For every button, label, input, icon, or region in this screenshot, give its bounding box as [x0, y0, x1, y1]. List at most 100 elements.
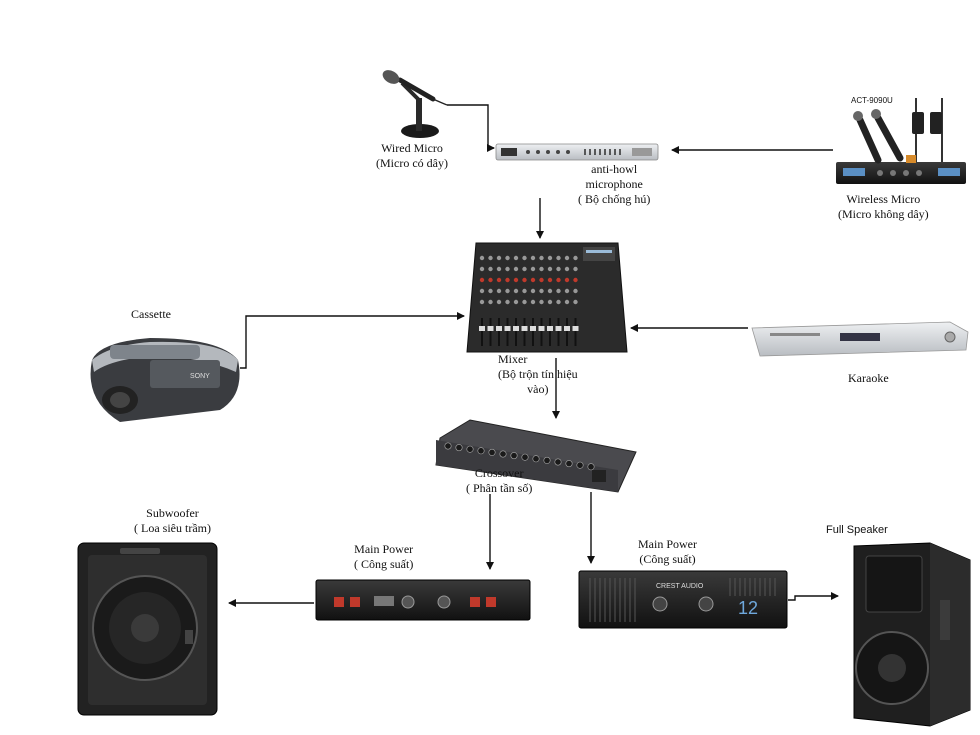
- full-speaker-label: Full Speaker: [826, 523, 888, 538]
- cassette-brand: SONY: [190, 373, 210, 380]
- mixer-knob: [556, 299, 561, 305]
- wireless-model-label: ACT-9090U: [851, 96, 893, 105]
- mixer-knob: [573, 266, 578, 272]
- mixer-knob: [488, 266, 493, 272]
- mixer-fader-cap: [538, 326, 545, 331]
- mixer-knob: [539, 299, 544, 305]
- anti-howl-title: anti-howl: [591, 162, 638, 176]
- mixer-knob: [488, 277, 493, 283]
- wired-micro-subtitle: (Micro có dây): [376, 156, 448, 170]
- mixer-title: Mixer: [498, 352, 528, 366]
- right-amp-model: 12: [738, 598, 758, 618]
- left-power-amp-icon: [315, 579, 531, 621]
- full-speaker-title: Full Speaker: [826, 524, 888, 536]
- mixer-knob: [539, 277, 544, 283]
- mixer-knob: [496, 277, 502, 283]
- crossover-icon: [435, 419, 637, 493]
- mixer-knob: [522, 299, 527, 305]
- cassette-player-icon: SONY: [90, 338, 240, 422]
- mixer-knob: [564, 299, 570, 305]
- mixer-fader-cap: [496, 326, 502, 331]
- cassette-title: Cassette: [131, 307, 171, 321]
- mixer-knob: [522, 255, 527, 261]
- crossover-knob: [532, 455, 540, 463]
- subwoofer-subtitle: ( Loa siêu trầm): [134, 521, 211, 535]
- right-main-power-subtitle: (Công suất): [639, 552, 696, 566]
- mixer-knob: [522, 288, 527, 294]
- cassette-label: Cassette: [131, 307, 171, 322]
- link-wired-mic-to-antihowl: [447, 104, 495, 152]
- mixer-knob: [530, 288, 536, 294]
- crossover-knob: [510, 452, 518, 460]
- crossover-title: Crossover: [474, 466, 524, 480]
- mixer-fader-cap: [521, 326, 528, 331]
- mixer-subtitle-2: vào): [527, 382, 549, 396]
- mixer-knob: [564, 266, 570, 272]
- mixer-knob: [556, 255, 561, 261]
- mixer-fader-cap: [555, 326, 562, 331]
- wireless-micro-subtitle: (Micro không dây): [838, 207, 929, 221]
- mixer-knob: [573, 255, 578, 261]
- mixer-knob: [513, 277, 519, 283]
- mixer-knob: [479, 299, 485, 305]
- wireless-microphone-icon: [836, 98, 966, 184]
- mixer-fader-cap: [487, 326, 494, 331]
- mixer-fader-cap: [572, 326, 579, 331]
- wired-micro-title: Wired Micro: [381, 141, 443, 155]
- mixer-knob: [539, 255, 544, 261]
- mixer-knob: [547, 299, 553, 305]
- crossover-subtitle: ( Phân tần số): [466, 481, 533, 495]
- mixer-knob: [573, 277, 578, 283]
- connection-lines: [228, 104, 839, 607]
- mixer-knob: [488, 255, 493, 261]
- left-main-power-subtitle: ( Công suất): [354, 557, 414, 571]
- link-right-amp-to-fullspeaker: [788, 592, 839, 601]
- crossover-knob: [521, 453, 529, 461]
- mixer-knob: [505, 288, 510, 294]
- mixer-knob: [564, 277, 570, 283]
- mixer-fader-cap: [504, 326, 511, 331]
- crossover-knob: [499, 450, 507, 458]
- mixer-fader-cap: [513, 326, 519, 331]
- link-cassette-to-mixer: [240, 312, 465, 369]
- mixer-fader-cap: [547, 326, 553, 331]
- mixer-subtitle: (Bộ trộn tín hiệu: [498, 367, 578, 381]
- mixer-knob: [530, 299, 536, 305]
- right-main-power-title: Main Power: [638, 537, 697, 551]
- karaoke-title: Karaoke: [848, 371, 889, 385]
- mixer-knob: [488, 288, 493, 294]
- karaoke-label: Karaoke: [848, 371, 889, 386]
- crossover-knob: [455, 444, 463, 452]
- mixer-knob: [556, 288, 561, 294]
- wired-microphone-icon: [382, 70, 448, 138]
- full-speaker-icon: [853, 542, 971, 727]
- mixer-knob: [530, 266, 536, 272]
- mixer-knob: [564, 255, 570, 261]
- crossover-knob: [477, 447, 485, 455]
- mixer-knob: [496, 299, 502, 305]
- mixer-knob: [505, 277, 510, 283]
- crossover-knob: [444, 442, 452, 450]
- subwoofer-label: Subwoofer ( Loa siêu trầm): [134, 506, 211, 536]
- crossover-label: Crossover ( Phân tần số): [466, 466, 532, 496]
- mixer-knob: [547, 277, 553, 283]
- anti-howl-subtitle: ( Bộ chống hú): [578, 192, 651, 206]
- subwoofer-title: Subwoofer: [146, 506, 199, 520]
- anti-howl-label: anti-howl microphone ( Bộ chống hú): [578, 162, 650, 207]
- subwoofer-icon: [77, 542, 218, 716]
- crossover-knob: [554, 458, 562, 466]
- left-main-power-label: Main Power ( Công suất): [354, 542, 413, 572]
- mixer-knob: [564, 288, 570, 294]
- wireless-micro-label: Wireless Micro (Micro không dây): [838, 192, 929, 222]
- anti-howl-unit-icon: [495, 143, 659, 161]
- mixer-knob: [522, 266, 527, 272]
- mixer-knob: [547, 288, 553, 294]
- mixer-fader-cap: [564, 326, 570, 331]
- right-power-amp-icon: CREST AUDIO 12: [578, 570, 788, 629]
- mixer-knob: [496, 255, 502, 261]
- crossover-knob: [488, 448, 496, 456]
- anti-howl-line2: microphone: [585, 177, 643, 191]
- crossover-knob: [565, 460, 573, 468]
- mixer-knob: [522, 277, 527, 283]
